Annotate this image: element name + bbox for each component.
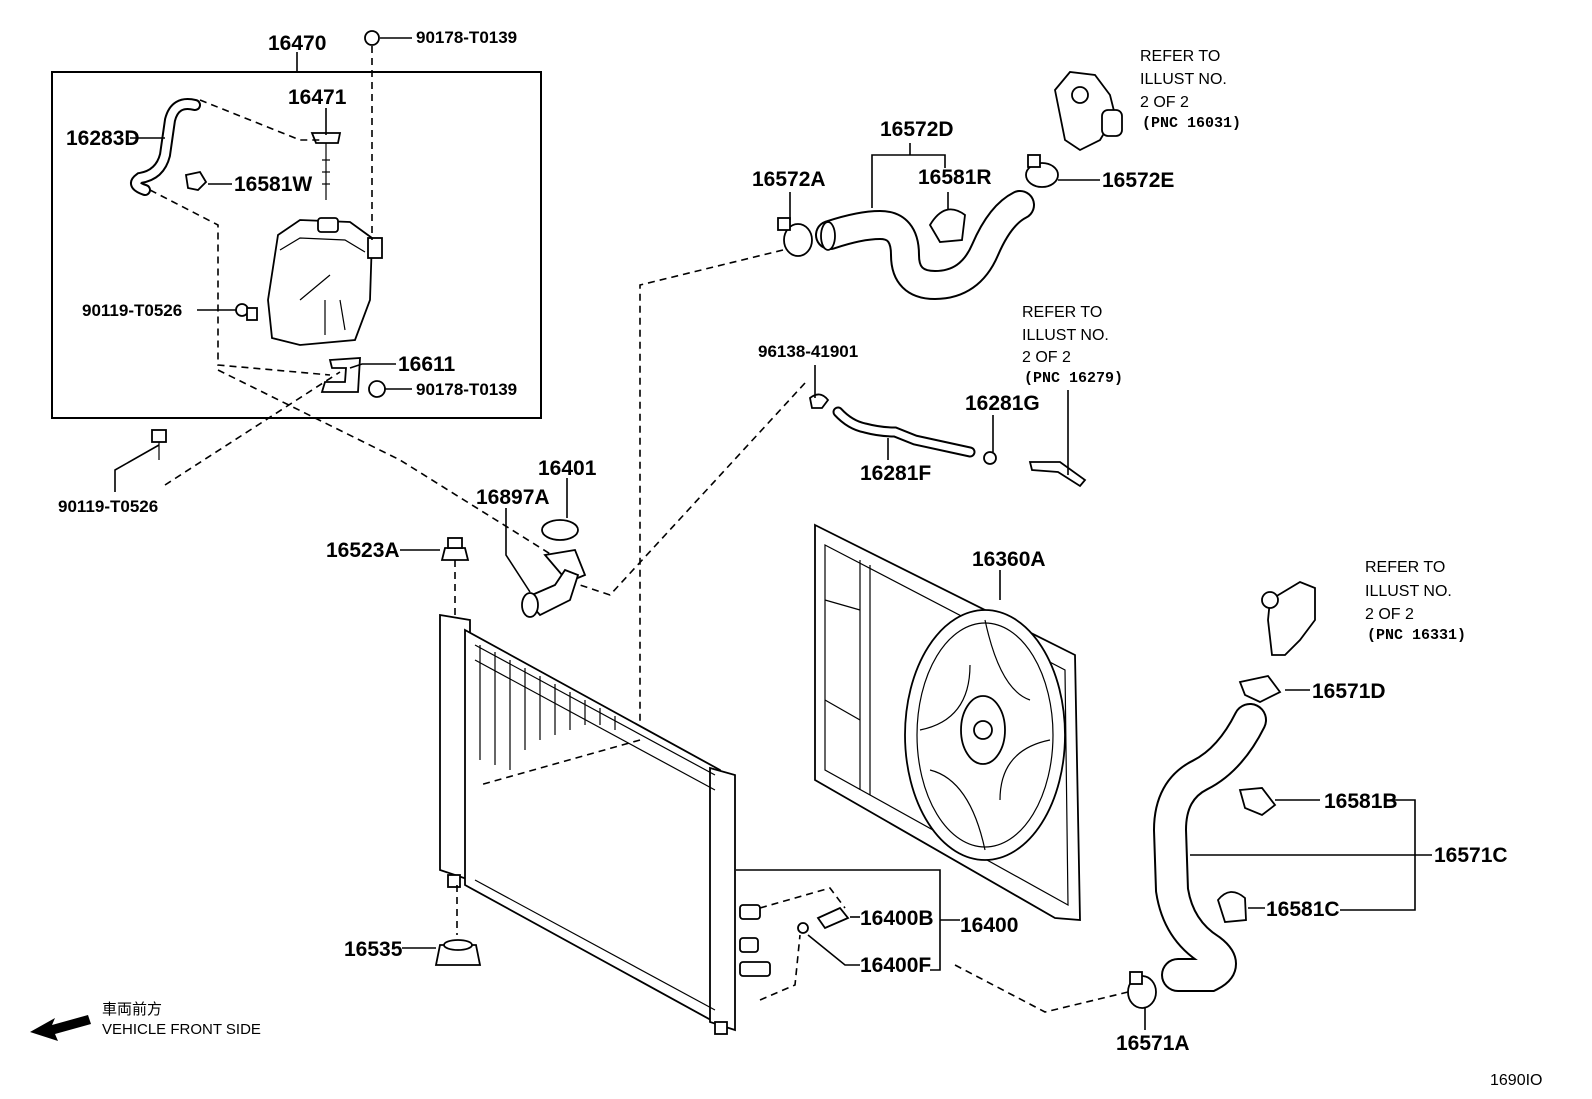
label-16581R[interactable]: 16581R [918,166,992,189]
vehicle-front-label-jp: 車両前方 [102,1001,162,1018]
o-ring-16400F [797,922,809,934]
water-outlet-16331 [1261,580,1316,656]
label-96138-41901[interactable]: 96138-41901 [758,342,858,361]
label-16470[interactable]: 16470 [268,32,326,55]
clamp-16572E [1025,154,1059,188]
reservoir-tank [267,217,383,346]
clamp-16581B [1238,787,1277,817]
clamp-16581W [184,170,208,191]
svg-text:2 OF 2: 2 OF 2 [1140,94,1189,111]
label-16611[interactable]: 16611 [398,353,456,376]
label-16471[interactable]: 16471 [288,86,347,109]
thermostat-housing-16031 [1054,71,1123,152]
refer-note-16031: REFER TO ILLUST NO. 2 OF 2 (PNC 16031) [1140,48,1241,132]
label-16571C[interactable]: 16571C [1434,844,1508,867]
refer-note-16279: REFER TO ILLUST NO. 2 OF 2 (PNC 16279) [1022,304,1123,387]
svg-text:ILLUST NO.: ILLUST NO. [1365,583,1452,600]
hose-16572D [815,190,1035,301]
clamp-16571A [1127,971,1157,1009]
svg-text:2 OF 2: 2 OF 2 [1022,349,1071,366]
label-16572E[interactable]: 16572E [1102,169,1174,192]
label-16281G[interactable]: 16281G [965,392,1040,415]
label-16571A[interactable]: 16571A [1116,1032,1190,1055]
vehicle-front-arrow-icon [30,1015,91,1041]
svg-text:ILLUST NO.: ILLUST NO. [1022,327,1109,344]
label-16581W[interactable]: 16581W [234,173,312,196]
illustration-code: 1690IO [1490,1072,1542,1089]
clamp-16581C [1216,891,1247,923]
drain-cock-16400B [816,906,850,930]
label-90178-T0139-lower[interactable]: 90178-T0139 [416,380,517,399]
refer-note-16331: REFER TO ILLUST NO. 2 OF 2 (PNC 16331) [1365,559,1466,644]
clamp-16571D [1238,674,1282,703]
filler-neck-16897A [521,568,580,618]
svg-text:(PNC 16279): (PNC 16279) [1024,370,1123,387]
cushion-16535 [434,939,482,966]
label-16571D[interactable]: 16571D [1312,680,1386,703]
label-16400B[interactable]: 16400B [860,907,934,930]
svg-text:REFER TO: REFER TO [1365,559,1445,576]
cushion-16523A [440,537,470,561]
label-16400[interactable]: 16400 [960,914,1018,937]
label-16360A[interactable]: 16360A [972,548,1046,571]
label-16581B[interactable]: 16581B [1324,790,1398,813]
label-16281F[interactable]: 16281F [860,462,931,485]
reservoir-cap-16471 [310,132,342,200]
vehicle-front-label-en: VEHICLE FRONT SIDE [102,1021,261,1038]
svg-text:REFER TO: REFER TO [1022,304,1102,321]
label-16897A[interactable]: 16897A [476,486,550,509]
label-16572A[interactable]: 16572A [752,168,826,191]
label-16572D[interactable]: 16572D [880,118,954,141]
label-16283D[interactable]: 16283D [66,127,140,150]
bolt-90119-T0526-upper [235,303,258,321]
pipe-16279 [1028,461,1087,488]
svg-text:(PNC 16031): (PNC 16031) [1142,115,1241,132]
label-16535[interactable]: 16535 [344,938,403,961]
label-16581C[interactable]: 16581C [1266,898,1340,921]
nut-90178-T0139-upper [364,30,380,46]
radiator-16400 [439,613,771,1035]
clamp-16581R [928,208,966,243]
label-16401[interactable]: 16401 [538,457,597,480]
label-16523A[interactable]: 16523A [326,539,400,562]
nut-90178-T0139-lower [368,380,386,398]
label-90178-T0139-upper[interactable]: 90178-T0139 [416,28,517,47]
bracket-16611 [320,357,361,393]
bolt-90119-T0526-lower [151,429,167,460]
svg-text:(PNC 16331): (PNC 16331) [1367,627,1466,644]
svg-text:ILLUST NO.: ILLUST NO. [1140,71,1227,88]
svg-text:2 OF 2: 2 OF 2 [1365,606,1414,623]
clamp-16572A [777,217,813,257]
label-90119-T0526-lower[interactable]: 90119-T0526 [58,497,158,516]
label-90119-T0526-upper[interactable]: 90119-T0526 [82,301,182,320]
fan-shroud-16360A [814,523,1081,921]
clip-16281G [983,451,997,465]
clip-96138-41901 [809,393,830,409]
label-16400F[interactable]: 16400F [860,954,931,977]
svg-text:REFER TO: REFER TO [1140,48,1220,65]
